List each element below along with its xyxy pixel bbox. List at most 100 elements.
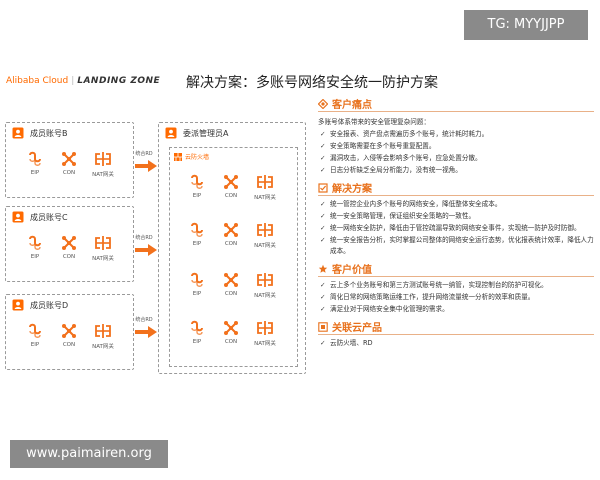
nat-item: NAT网关: [86, 151, 120, 178]
eip-label: EIP: [30, 342, 40, 348]
account-icon: [12, 211, 24, 223]
brand-logo: Alibaba Cloud|LANDING ZONE: [6, 76, 160, 86]
brand-separator: |: [71, 76, 75, 86]
cloud-firewall-label: 云防火墙: [185, 154, 210, 161]
con-item: CON: [52, 151, 86, 178]
pain-point-icon: [318, 98, 328, 109]
nat-label: NAT网关: [254, 195, 276, 201]
eip-icon: [191, 320, 203, 335]
pain-heading: 客户痛点: [318, 96, 594, 112]
solution-heading-text: 解决方案: [332, 184, 372, 195]
nat-gateway-icon: [257, 273, 273, 287]
list-item: 漏洞攻击，入侵等会影响多个账号，应急处置分散。: [318, 153, 594, 164]
eip-icon: [29, 323, 41, 338]
eip-item: EIP: [18, 235, 52, 262]
account-icon: [12, 127, 24, 139]
value-heading-text: 客户价值: [332, 265, 372, 276]
pain-heading-text: 客户痛点: [332, 100, 372, 111]
cloud-firewall-header: 云防火墙: [174, 152, 209, 161]
right-arrow-icon: [135, 326, 157, 338]
list-item: 云上多个业务账号和第三方测试账号统一纳管，实现控制台的防护可视化。: [318, 280, 594, 291]
nat-item: NAT网关: [248, 272, 282, 299]
member-account-c-header: 成员账号C: [12, 211, 68, 223]
products-section: 关联云产品 云防火墙、RD: [318, 319, 594, 349]
eip-label: EIP: [192, 241, 202, 247]
con-label: CON: [224, 193, 238, 199]
value-heading: 客户价值: [318, 261, 594, 277]
admin-account-a-box: 委派管理员A 云防火墙 EIP CON NAT网关 EIP: [158, 122, 306, 374]
admin-icons-row-2: EIP CON NAT网关: [180, 222, 282, 249]
cloud-firewall-box: 云防火墙 EIP CON NAT网关 EIP CON: [169, 147, 298, 367]
account-icon: [12, 299, 24, 311]
eip-item: EIP: [180, 222, 214, 249]
member-account-d-box: 成员账号D EIP CON NAT网关: [5, 294, 134, 370]
con-item: CON: [214, 174, 248, 201]
eip-icon: [191, 174, 203, 189]
member-account-b-header: 成员账号B: [12, 127, 68, 139]
eip-item: EIP: [18, 151, 52, 178]
nat-item: NAT网关: [248, 222, 282, 249]
member-account-d-header: 成员账号D: [12, 299, 68, 311]
con-label: CON: [62, 254, 76, 260]
member-account-b-label: 成员账号B: [30, 128, 68, 138]
nat-label: NAT网关: [254, 293, 276, 299]
nat-gateway-icon: [257, 321, 273, 335]
list-item: 日志分析缺乏全局分析能力，没有统一视角。: [318, 165, 594, 176]
eip-item: EIP: [180, 272, 214, 299]
eip-icon: [29, 235, 41, 250]
con-icon: [224, 273, 238, 287]
value-icon: [318, 264, 328, 273]
nat-label: NAT网关: [92, 344, 114, 350]
products-heading: 关联云产品: [318, 319, 594, 335]
admin-icons-row-3: EIP CON NAT网关: [180, 272, 282, 299]
eip-label: EIP: [30, 254, 40, 260]
value-section: 客户价值 云上多个业务账号和第三方测试账号统一纳管，实现控制台的防护可视化。 简…: [318, 261, 594, 315]
solution-section: 解决方案 统一管控企业内多个账号的网络安全，降低整体安全成本。 统一安全策略管理…: [318, 180, 594, 257]
list-item: 统一管控企业内多个账号的网络安全，降低整体安全成本。: [318, 199, 594, 210]
landing-zone-logo-text: LANDING ZONE: [77, 76, 161, 86]
nat-gateway-icon: [95, 152, 111, 166]
con-icon: [62, 152, 76, 166]
arrow-label: 统合RD: [135, 151, 153, 157]
nat-label: NAT网关: [92, 172, 114, 178]
watermark-site: www.paimairen.org: [10, 440, 168, 468]
list-item: 安全策略需要在多个账号重复配置。: [318, 141, 594, 152]
list-item: 统一网络安全防护，降低由于管控疏漏导致的网络安全事件，实现统一防护及时防御。: [318, 223, 594, 234]
page-title: 解决方案：多账号网络安全统一防护方案: [186, 75, 438, 91]
con-item: CON: [214, 222, 248, 249]
list-item: 统一安全报告分析，实时掌握公司整体的网络安全运行态势，优化报表统计效率，降低人力…: [318, 235, 594, 257]
list-item: 满足业对于网络安全集中化管理的需求。: [318, 304, 594, 315]
con-label: CON: [62, 342, 76, 348]
con-icon: [62, 236, 76, 250]
admin-icons-row-4: EIP CON NAT网关: [180, 320, 282, 347]
eip-label: EIP: [192, 291, 202, 297]
pain-section: 客户痛点 多账号体系带来的安全管理复杂问题： 安全报表、资产盘点需遍历多个账号，…: [318, 96, 594, 176]
list-item: 安全报表、资产盘点需遍历多个账号，统计耗时耗力。: [318, 129, 594, 140]
alibaba-cloud-logo-text: Alibaba Cloud: [6, 76, 69, 86]
right-panel: 客户痛点 多账号体系带来的安全管理复杂问题： 安全报表、资产盘点需遍历多个账号，…: [318, 96, 594, 353]
con-label: CON: [224, 339, 238, 345]
eip-item: EIP: [18, 323, 52, 350]
product-icon: [318, 321, 328, 332]
watermark-tag: TG: MYYJJPP: [464, 10, 588, 40]
member-account-c-label: 成员账号C: [30, 212, 68, 222]
nat-item: NAT网关: [248, 320, 282, 347]
member-account-b-icons: EIP CON NAT网关: [18, 151, 120, 178]
firewall-icon: [174, 152, 182, 161]
con-item: CON: [52, 323, 86, 350]
nat-label: NAT网关: [92, 256, 114, 262]
admin-icons-row-1: EIP CON NAT网关: [180, 174, 282, 201]
con-icon: [224, 223, 238, 237]
nat-label: NAT网关: [254, 243, 276, 249]
admin-account-a-header: 委派管理员A: [165, 127, 228, 139]
nat-gateway-icon: [257, 175, 273, 189]
con-label: CON: [62, 170, 76, 176]
arrow-b-to-a: 统合RD: [135, 150, 157, 176]
con-item: CON: [214, 320, 248, 347]
eip-item: EIP: [180, 320, 214, 347]
nat-label: NAT网关: [254, 341, 276, 347]
member-account-b-box: 成员账号B EIP CON NAT网关: [5, 122, 134, 198]
list-item: 云防火墙、RD: [318, 338, 594, 349]
con-label: CON: [224, 241, 238, 247]
nat-gateway-icon: [95, 236, 111, 250]
